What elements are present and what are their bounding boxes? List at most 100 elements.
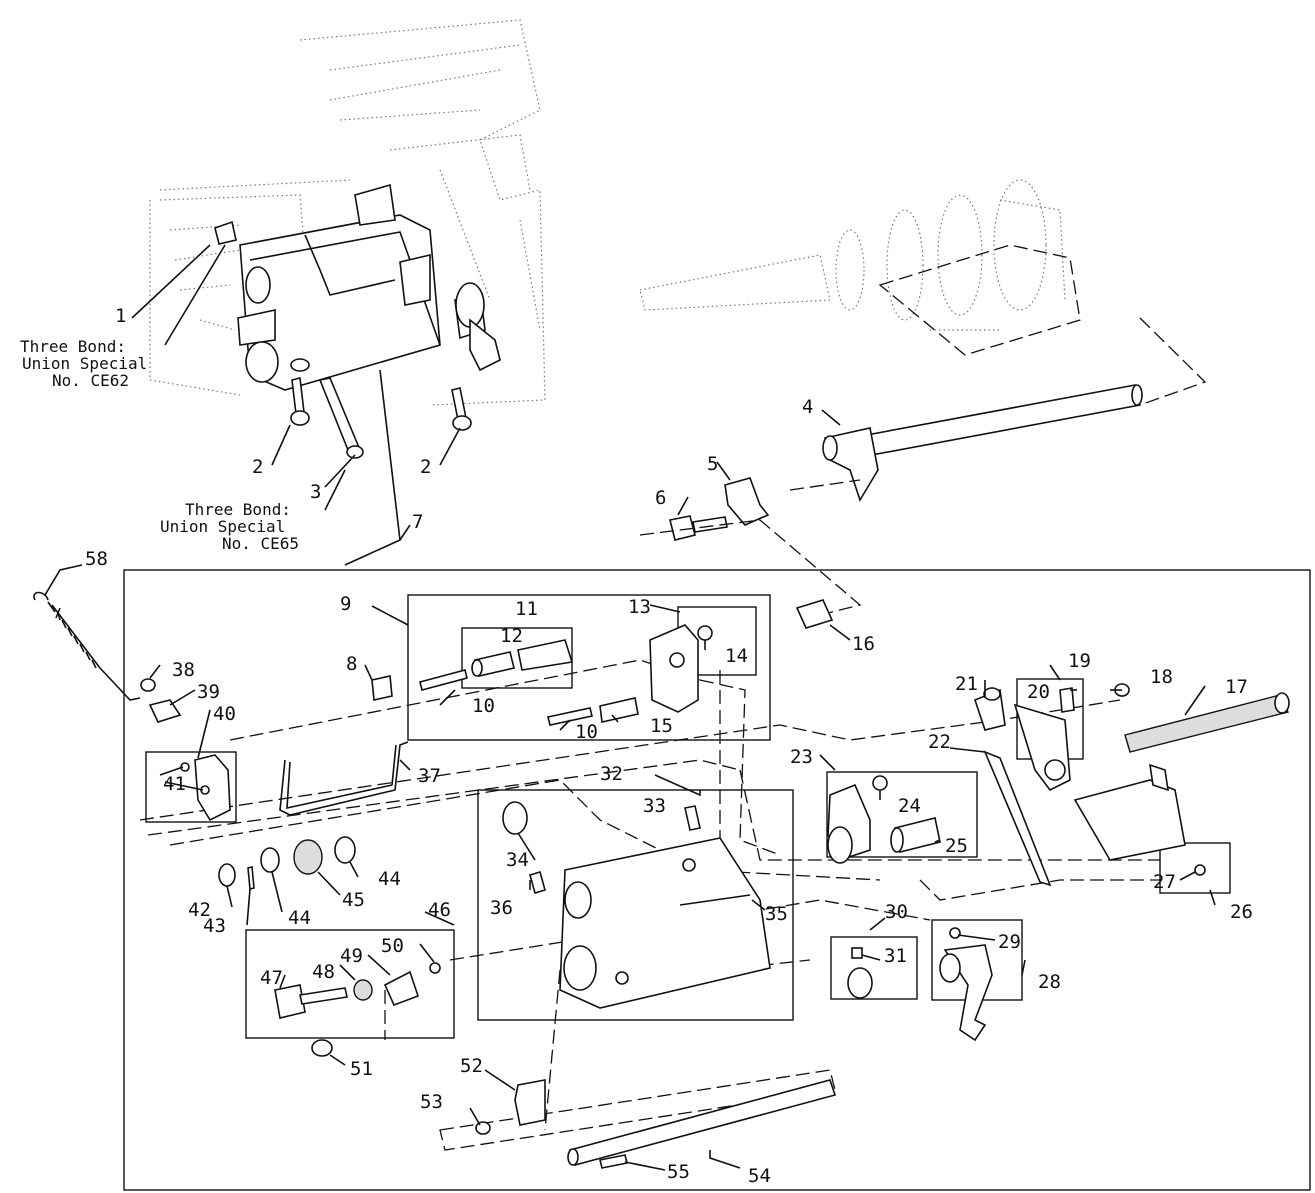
callout-9: 9 [340, 593, 351, 615]
part-16 [795, 599, 834, 629]
callout-42: 42 [188, 899, 211, 921]
callout-47: 47 [260, 967, 283, 989]
part-52 [514, 1079, 546, 1126]
box-30 [830, 936, 918, 1000]
callout-38: 38 [172, 659, 195, 681]
callout-10-bottom: 10 [575, 721, 598, 743]
spring-45 [293, 839, 323, 875]
assembly-frame [123, 569, 1311, 1191]
callout-15: 15 [650, 715, 673, 737]
callout-8: 8 [346, 653, 357, 675]
callout-53: 53 [420, 1091, 443, 1113]
callout-32: 32 [600, 763, 623, 785]
callout-40: 40 [213, 703, 236, 725]
note-ce65: Three Bond: Union Special No. CE65 [160, 500, 299, 553]
spring-48 [353, 979, 373, 1001]
screw-27 [1194, 864, 1206, 876]
callout-39: 39 [197, 681, 220, 703]
callout-14: 14 [725, 645, 748, 667]
shaft-17 [1124, 692, 1290, 753]
box-26 [1159, 842, 1231, 894]
screw-20 [1059, 687, 1075, 713]
callout-17: 17 [1225, 676, 1248, 698]
callout-43: 43 [203, 915, 226, 937]
callout-5: 5 [707, 453, 718, 475]
screw-24 [872, 775, 888, 791]
callout-48: 48 [312, 961, 335, 983]
callout-13: 13 [628, 596, 651, 618]
cover-26 [1073, 763, 1186, 861]
pin-35 [679, 894, 751, 906]
part-15 [599, 697, 639, 723]
callout-labels: 1 2 2 3 4 5 6 7 8 9 10 10 11 12 13 14 15… [85, 305, 1253, 1187]
part-8 [371, 675, 393, 701]
callout-6: 6 [655, 487, 666, 509]
note-ce62-line-1: Three Bond: [20, 337, 126, 356]
pin-43 [247, 865, 255, 891]
part-47 [274, 984, 348, 1019]
part-25 [890, 817, 941, 853]
note-ce62: Three Bond: Union Special No. CE62 [20, 337, 147, 390]
part-19 [1013, 703, 1071, 792]
callout-30: 30 [885, 901, 908, 923]
washer-42 [218, 863, 236, 887]
callout-33: 33 [643, 795, 666, 817]
screw-2-left [290, 377, 310, 426]
part-11 [517, 639, 574, 671]
screw-29 [949, 927, 961, 939]
washer-44-left [260, 847, 280, 873]
part-39 [148, 699, 182, 723]
callout-4: 4 [802, 396, 813, 418]
callout-12: 12 [500, 625, 523, 647]
screw-2-right [451, 387, 472, 431]
callout-34: 34 [506, 849, 529, 871]
callout-35: 35 [765, 903, 788, 925]
housing-32 [559, 837, 771, 1009]
box-9 [407, 594, 771, 741]
note-ce65-line-2: Union Special [160, 517, 285, 536]
part-23 [827, 783, 871, 864]
spring-58 [33, 591, 141, 701]
callout-2-right: 2 [420, 456, 431, 478]
part-13 [649, 624, 699, 713]
callout-31: 31 [884, 945, 907, 967]
pin-10-top [419, 669, 468, 691]
callout-22: 22 [928, 731, 951, 753]
callout-44-right: 44 [378, 868, 401, 890]
arm-28 [939, 944, 993, 1042]
callout-28: 28 [1038, 971, 1061, 993]
callout-1: 1 [115, 305, 126, 327]
pin-3 [318, 377, 364, 459]
callout-46: 46 [428, 899, 451, 921]
screw-33 [684, 805, 701, 831]
part-34 [502, 801, 528, 835]
callout-21: 21 [955, 673, 978, 695]
callout-37: 37 [418, 765, 441, 787]
callout-27: 27 [1153, 871, 1176, 893]
part-12 [471, 651, 515, 677]
callout-45: 45 [342, 889, 365, 911]
callout-16: 16 [852, 633, 875, 655]
leader-lines [44, 244, 1216, 1171]
callout-2-left: 2 [252, 456, 263, 478]
callout-20: 20 [1027, 681, 1050, 703]
note-ce62-line-2: Union Special [22, 354, 147, 373]
callout-10-top: 10 [472, 695, 495, 717]
callout-25: 25 [945, 835, 968, 857]
callout-23: 23 [790, 746, 813, 768]
screw-51 [311, 1039, 333, 1057]
pin-36 [529, 870, 546, 895]
callout-18: 18 [1150, 666, 1173, 688]
part-6 [669, 515, 728, 541]
shaft-54 [567, 1079, 837, 1166]
box-46 [245, 929, 455, 1039]
pin-10-bottom [547, 707, 593, 726]
part-14 [697, 625, 713, 641]
callout-26: 26 [1230, 901, 1253, 923]
callout-52: 52 [460, 1055, 483, 1077]
part-49 [383, 970, 420, 1007]
callout-41: 41 [163, 773, 186, 795]
callout-19: 19 [1068, 650, 1091, 672]
housing-assembly-top [214, 183, 501, 391]
